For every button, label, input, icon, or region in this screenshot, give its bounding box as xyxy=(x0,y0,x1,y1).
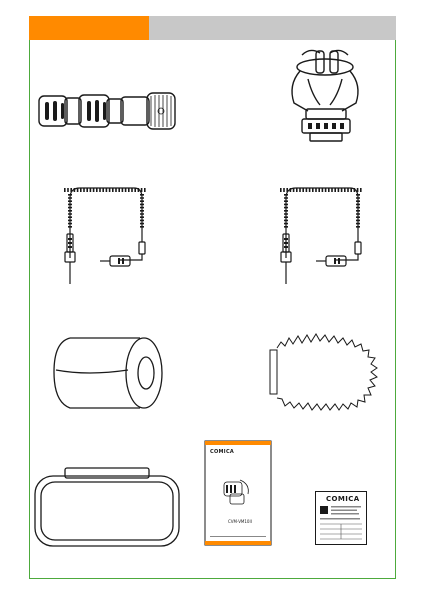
header-bar xyxy=(29,16,396,40)
header-accent-block xyxy=(29,16,149,40)
coiled-cable-right-illustration xyxy=(272,180,382,290)
manual-model-text: CVM-VM10II xyxy=(228,519,252,524)
coiled-cable-left-illustration xyxy=(56,180,166,290)
user-manual-illustration: COMICA CVM-VM10II xyxy=(204,440,272,546)
header-gray-strip xyxy=(149,16,396,40)
card-brand-text: COMICA xyxy=(326,495,360,503)
foam-windscreen-illustration xyxy=(48,330,168,415)
microphone-illustration xyxy=(33,86,183,136)
furry-windscreen-illustration xyxy=(265,330,385,415)
manual-brand-text: COMICA xyxy=(210,449,234,455)
carrying-case-illustration xyxy=(33,466,181,548)
warranty-card-illustration: COMICA xyxy=(315,491,367,545)
shock-mount-illustration xyxy=(280,45,370,145)
